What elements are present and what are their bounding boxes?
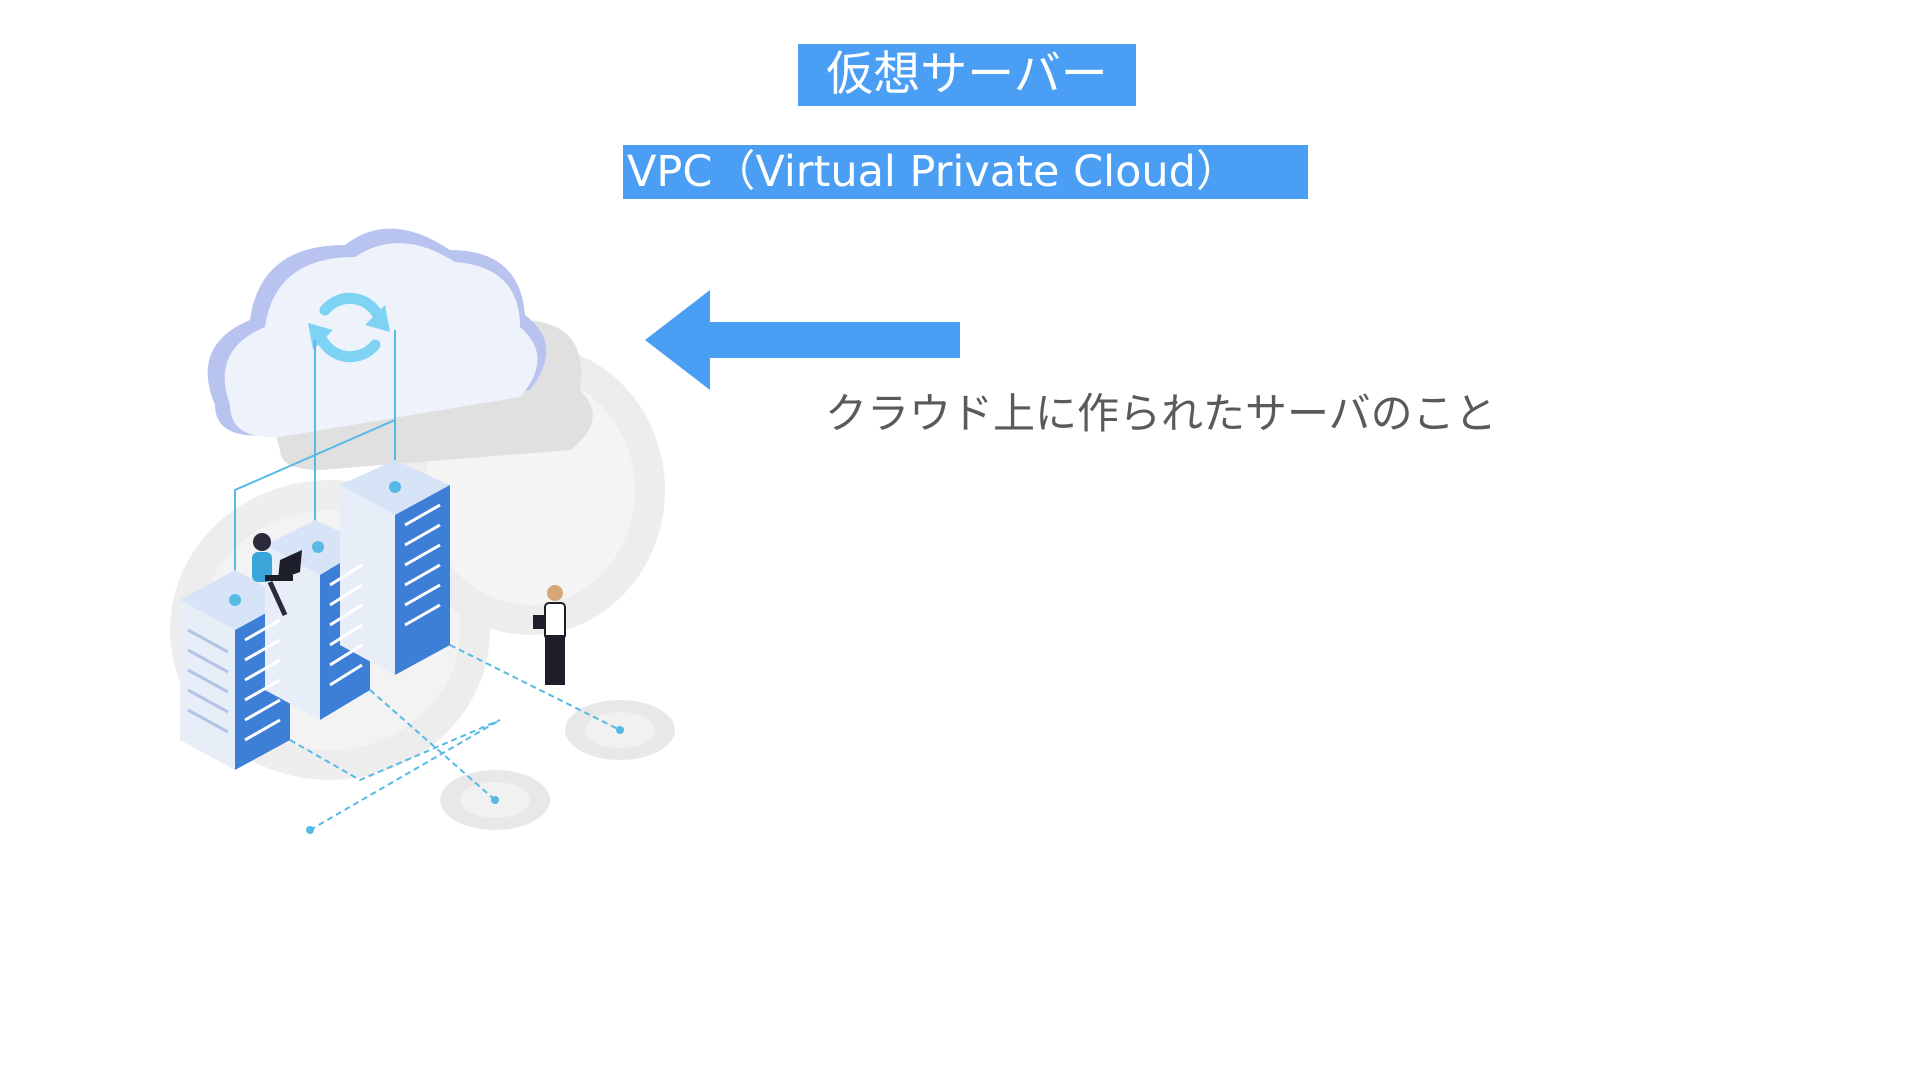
cloud-server-illustration: [170, 228, 675, 834]
circuit-lines: [289, 644, 621, 831]
left-arrow-icon: [645, 290, 960, 390]
sync-icon: [314, 292, 386, 363]
slide-subtitle: VPC（Virtual Private Cloud）: [623, 145, 1308, 199]
rack-stripes: [244, 503, 441, 742]
server-rack-right: [340, 460, 450, 675]
slide-title: 仮想サーバー: [798, 44, 1136, 106]
rack-side-stripes: [187, 628, 229, 734]
person-with-laptop-icon: [252, 533, 302, 617]
connection-lines: [234, 330, 396, 600]
person-with-tablet-icon: [533, 585, 566, 685]
description-text: クラウド上に作られたサーバのこと: [825, 389, 1497, 438]
